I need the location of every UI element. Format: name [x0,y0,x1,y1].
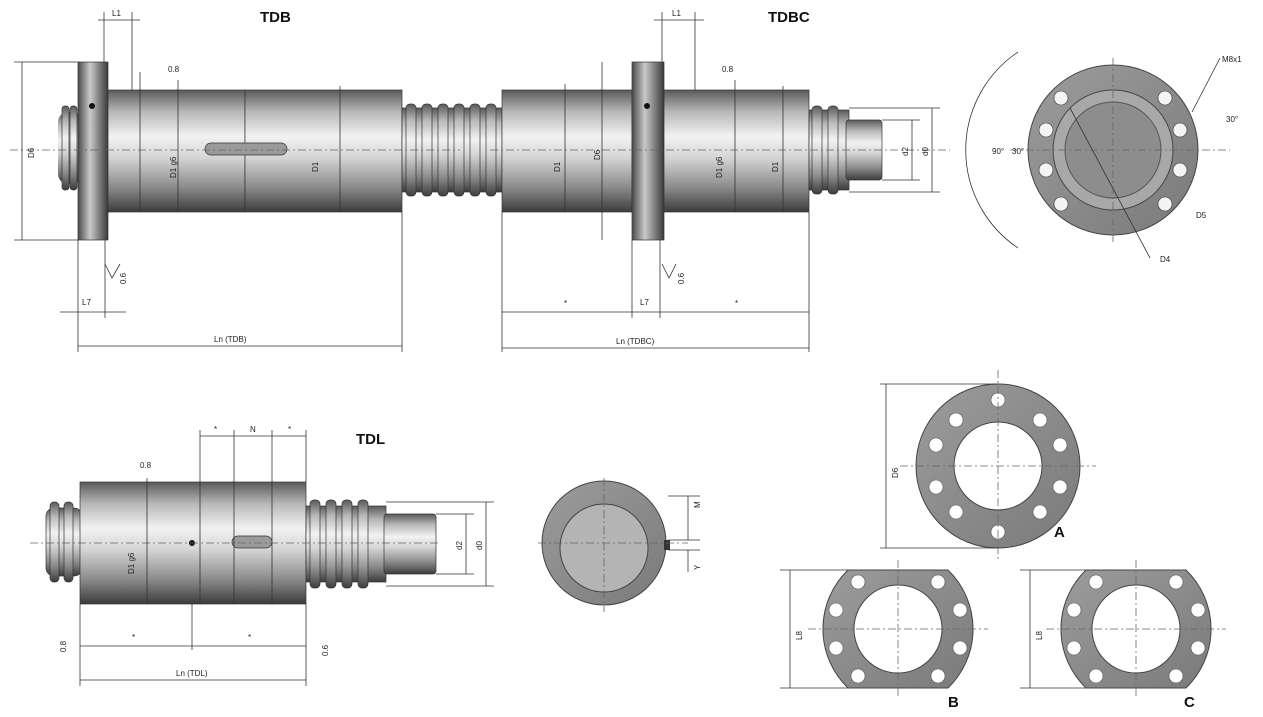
tdl-keyway [231,535,273,549]
tdl-side-view: M Y [538,478,702,612]
flange-c-title: C [1184,694,1195,711]
tdbc-ln-label: Ln (TDBC) [616,337,655,346]
tdl-star-a: * [214,425,217,434]
flange-b-bolt-holes [828,574,968,684]
tdbc-lube-hole [644,103,650,109]
tdb-view: D6 D1 g6 D1 L1 0.8 TDB L7 0.6 Ln (TDB) [10,9,503,352]
tdb-lube-hole [89,103,95,109]
tdl-screw-thread [305,499,387,589]
tdb-title: TDB [260,9,291,26]
tdbc-perp-label: 0.6 [677,272,686,284]
tdbc-d6-label: D6 [593,149,602,160]
tdl-rough2-label: 0.8 [59,640,68,652]
end-view-m8x1-label: M8x1 [1222,55,1242,64]
tdl-n-label: N [250,425,256,434]
tdbc-nut-body-left [501,89,633,213]
tdl-d2-label: d2 [455,541,464,550]
flange-a-d6-label: D6 [891,467,900,478]
tdl-side-m-label: M [693,501,702,508]
tdbc-d0-label: d0 [921,147,930,156]
tdl-star-c: * [132,633,135,642]
tdb-ln-label: Ln (TDB) [214,335,247,344]
tdbc-star-left: * [564,299,567,308]
flange-b-l8-label: L8 [795,631,804,640]
flange-c-view: L8 C [1020,560,1226,711]
tdb-thread-left [61,105,78,191]
flange-a-view: D6 A [880,370,1096,560]
tdbc-view: D1 D6 D1 g6 D1 d2 d0 L1 0.8 TDBC * L7 * … [490,9,950,352]
tdb-l7-label: L7 [82,298,91,307]
tdbc-nut-body-right [663,89,810,213]
flange-b-title: B [948,694,959,711]
tdbc-star-right: * [735,299,738,308]
tdl-d1g6-label: D1 g6 [127,552,136,574]
flange-a-bolt-holes [928,392,1068,540]
tdb-d1-label: D1 [311,161,320,172]
flange-a-title: A [1054,524,1065,541]
flange-c-bolt-holes [1066,574,1206,684]
tdb-d1g6-label: D1 g6 [169,156,178,178]
end-view-30b-label: 30° [1226,115,1238,124]
flange-b-view: L8 B [780,560,988,711]
tdl-perp-label: 0.6 [321,644,330,656]
tdl-side-y-label: Y [693,564,702,570]
tdbc-l1-label: L1 [672,9,681,18]
end-view-bolt-holes [1038,90,1188,212]
tdl-rough-label: 0.8 [140,461,152,470]
end-view-30a-label: 30° [1012,147,1024,156]
tdb-l1-label: L1 [112,9,121,18]
tdb-keyway [204,142,288,156]
tdb-d6-label: D6 [27,147,36,158]
end-view-d5-label: D5 [1196,211,1207,220]
tdl-view: * N * 0.8 D1 g6 TDL d2 d0 * * 0.8 0.6 Ln… [30,425,494,686]
tdl-star-b: * [288,425,291,434]
tdb-perp-label: 0.6 [119,272,128,284]
tdbc-title: TDBC [768,9,810,26]
tdbc-d1b-label: D1 [771,161,780,172]
tdbc-rough-label: 0.8 [722,65,734,74]
tdl-star-d: * [248,633,251,642]
tdl-ln-label: Ln (TDL) [176,669,208,678]
end-view-d4-label: D4 [1160,255,1171,264]
tdbc-d1g6-label: D1 g6 [715,156,724,178]
tdl-side-key [664,540,670,550]
tdl-d0-label: d0 [475,541,484,550]
end-view: 90° 30° 30° M8x1 D5 D4 [965,51,1242,264]
tdbc-d1-label: D1 [553,161,562,172]
end-view-90-label: 90° [992,147,1004,156]
tdbc-flange [631,61,665,241]
tdb-rough-label: 0.8 [168,65,180,74]
tdbc-l7-label: L7 [640,298,649,307]
tdbc-d2-label: d2 [901,147,910,156]
tdl-thread-left [45,501,83,583]
tdl-title: TDL [356,431,385,448]
tdl-shaft-end [383,513,437,575]
tdb-flange [77,61,109,241]
flange-c-l8-label: L8 [1035,631,1044,640]
